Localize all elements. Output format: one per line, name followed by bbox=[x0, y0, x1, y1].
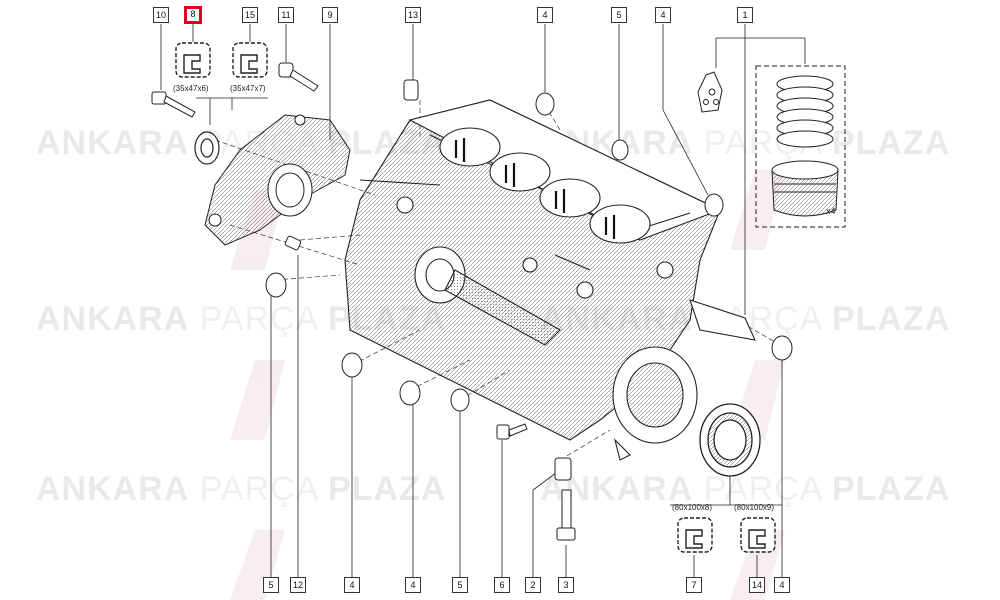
bolt-10 bbox=[151, 91, 196, 118]
seal-7-symbol bbox=[677, 517, 713, 553]
callout-13[interactable]: 13 bbox=[405, 7, 421, 23]
bearing-shells-icon bbox=[697, 71, 723, 113]
plug-4-lower-a bbox=[341, 352, 363, 378]
callout-4-bottom-c[interactable]: 4 bbox=[774, 577, 790, 593]
callout-9[interactable]: 9 bbox=[322, 7, 338, 23]
callout-6[interactable]: 6 bbox=[494, 577, 510, 593]
callout-4-top-a[interactable]: 4 bbox=[537, 7, 553, 23]
plug-4-lower-b bbox=[399, 380, 421, 406]
watermark-row-3: ANKARA PARÇA PLAZA bbox=[36, 470, 447, 508]
dowel-2 bbox=[554, 457, 572, 481]
callout-11[interactable]: 11 bbox=[278, 7, 294, 23]
plug-5-lower bbox=[450, 388, 470, 412]
callout-8-highlighted[interactable]: 8 bbox=[184, 6, 202, 24]
plug-5-left bbox=[265, 272, 287, 298]
callout-1[interactable]: 1 bbox=[737, 7, 753, 23]
piston-kit bbox=[755, 65, 846, 228]
bolt-11 bbox=[278, 62, 319, 92]
cylinder-block bbox=[344, 99, 756, 461]
seal-left bbox=[194, 131, 220, 165]
callout-4-bottom-a[interactable]: 4 bbox=[344, 577, 360, 593]
piston-quantity-label: x4 bbox=[826, 206, 836, 216]
callout-4-top-b[interactable]: 4 bbox=[655, 7, 671, 23]
plug-4-top bbox=[535, 92, 555, 116]
seal-7-size-label: (80x100x8) bbox=[672, 503, 713, 512]
seal-8-size-label: (35x47x6) bbox=[173, 84, 209, 93]
callout-3[interactable]: 3 bbox=[558, 577, 574, 593]
seal-14-size-label: (80x100x9) bbox=[734, 503, 775, 512]
callout-12[interactable]: 12 bbox=[290, 577, 306, 593]
seal-14-symbol bbox=[740, 517, 776, 553]
dowel-13 bbox=[403, 79, 419, 101]
seal-15-symbol bbox=[232, 42, 268, 78]
callout-4-bottom-b[interactable]: 4 bbox=[405, 577, 421, 593]
callout-14[interactable]: 14 bbox=[749, 577, 765, 593]
timing-cover bbox=[204, 114, 351, 246]
plug-4-right bbox=[704, 193, 724, 217]
callout-10[interactable]: 10 bbox=[153, 7, 169, 23]
callout-5-bottom-b[interactable]: 5 bbox=[452, 577, 468, 593]
callout-5-bottom-a[interactable]: 5 bbox=[263, 577, 279, 593]
callout-2[interactable]: 2 bbox=[525, 577, 541, 593]
callout-5-top[interactable]: 5 bbox=[611, 7, 627, 23]
pin-12 bbox=[284, 235, 302, 251]
callout-15[interactable]: 15 bbox=[242, 7, 258, 23]
rear-crank-seal bbox=[699, 403, 761, 477]
bolt-3 bbox=[556, 489, 576, 541]
leader-lines bbox=[160, 24, 806, 577]
bolt-6 bbox=[496, 423, 528, 440]
seal-8-symbol bbox=[175, 42, 211, 78]
seal-15-size-label: (35x47x7) bbox=[230, 84, 266, 93]
callout-7[interactable]: 7 bbox=[686, 577, 702, 593]
plug-4-right-lower bbox=[771, 335, 793, 361]
plug-5-top bbox=[611, 139, 629, 161]
